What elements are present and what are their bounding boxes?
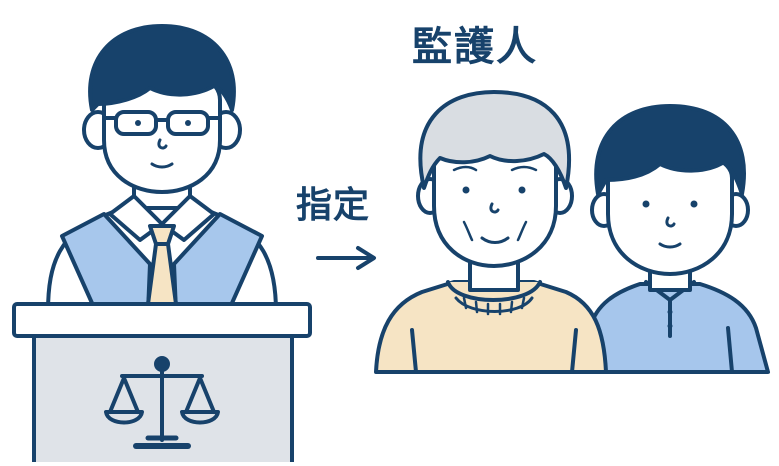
- guardian-title: 監護人: [412, 24, 538, 70]
- judge-figure: [46, 24, 278, 314]
- arrow-right-icon: [316, 246, 376, 270]
- scales-of-justice-icon: [104, 356, 220, 449]
- elderly-woman-figure: [374, 90, 608, 374]
- designation-label: 指定: [296, 185, 371, 226]
- young-man-figure: [584, 104, 770, 374]
